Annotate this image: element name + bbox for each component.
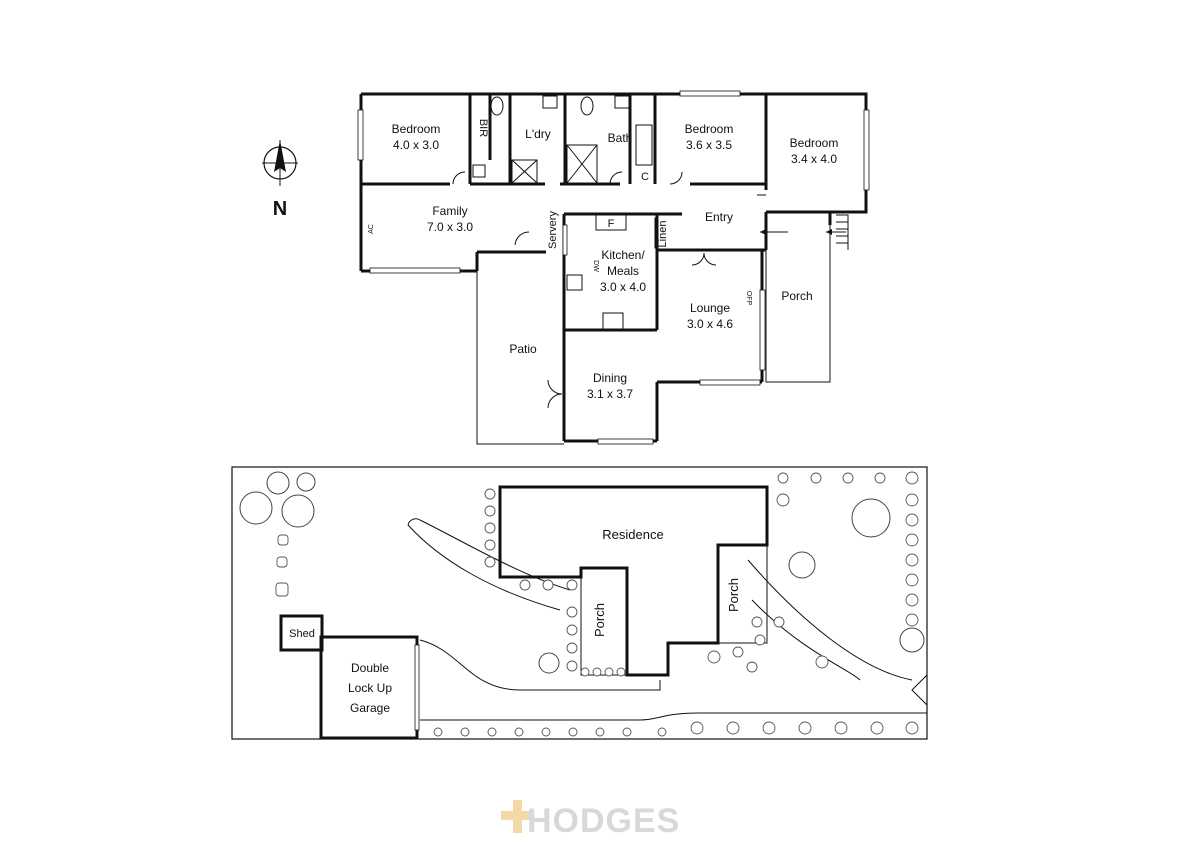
patio-label: Patio xyxy=(509,342,537,356)
bedroom1-size: 4.0 x 3.0 xyxy=(393,138,439,152)
bath-label: Bath xyxy=(608,131,633,145)
kitchen-size: 3.0 x 4.0 xyxy=(600,280,646,294)
cupboard-label: C xyxy=(641,171,649,183)
fridge-label: F xyxy=(608,218,615,230)
family-name: Family xyxy=(432,204,467,218)
porch-right-label: Porch xyxy=(726,578,741,612)
dining-name: Dining xyxy=(593,371,627,385)
fireplace-label: OFP xyxy=(745,291,752,306)
kitchen-name-1: Kitchen/ xyxy=(601,248,645,262)
bedroom3-size: 3.4 x 4.0 xyxy=(791,152,837,166)
family-size: 7.0 x 3.0 xyxy=(427,220,473,234)
north-compass-icon xyxy=(262,140,298,186)
servery-label: Servery xyxy=(547,211,559,249)
porch-label: Porch xyxy=(781,289,812,303)
dishwasher-label: DW xyxy=(592,260,599,272)
garage-label-2: Lock Up xyxy=(348,681,392,695)
kitchen-name-2: Meals xyxy=(607,264,639,278)
brand-name: HODGES xyxy=(527,802,680,840)
bir-label: BIR xyxy=(477,119,489,137)
laundry-label: L'dry xyxy=(525,127,551,141)
landscape-trees xyxy=(239,471,925,737)
shed-label: Shed xyxy=(289,628,315,640)
linen-label: Linen xyxy=(657,221,669,248)
lounge-size: 3.0 x 4.6 xyxy=(687,317,733,331)
dining-size: 3.1 x 3.7 xyxy=(587,387,633,401)
bedroom1-name: Bedroom xyxy=(392,122,441,136)
north-label: N xyxy=(273,198,287,220)
bedroom2-size: 3.6 x 3.5 xyxy=(686,138,732,152)
garage-label-3: Garage xyxy=(350,701,390,715)
ac-label: AC xyxy=(368,224,375,234)
entry-label: Entry xyxy=(705,210,733,224)
bedroom3-name: Bedroom xyxy=(790,136,839,150)
garage-label-1: Double xyxy=(351,661,389,675)
porch-left-label: Porch xyxy=(592,603,607,637)
hodges-logo: HODGES xyxy=(501,800,680,840)
bedroom2-name: Bedroom xyxy=(685,122,734,136)
residence-label: Residence xyxy=(602,527,663,542)
house-floor-plan xyxy=(357,90,870,445)
site-plan xyxy=(231,466,928,740)
lounge-name: Lounge xyxy=(690,301,730,315)
